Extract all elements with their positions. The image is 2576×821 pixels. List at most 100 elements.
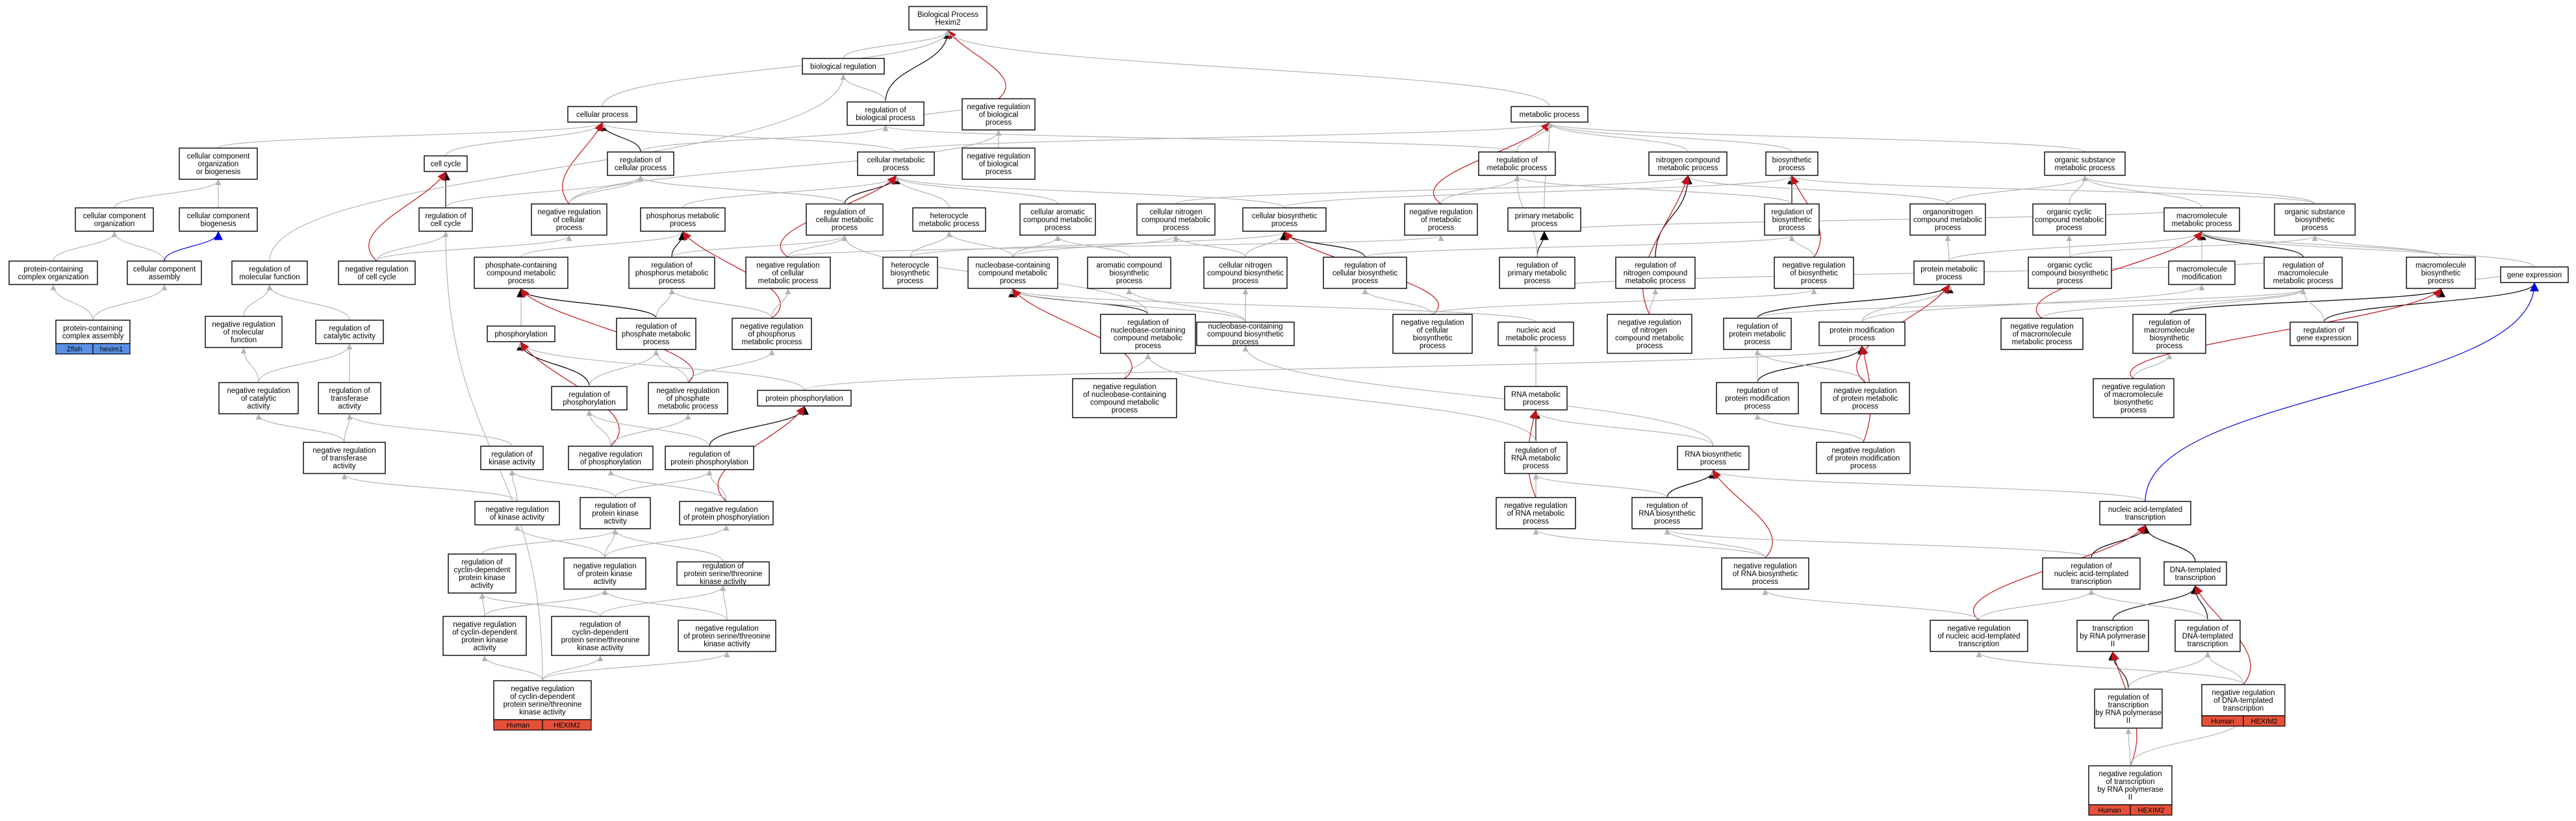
node-box[interactable] [1203,257,1288,289]
go-term-node[interactable]: gene expression [2500,266,2569,283]
node-box[interactable] [2000,318,2084,350]
node-box[interactable] [616,318,696,350]
node-box[interactable] [480,446,544,470]
go-term-node[interactable]: protein phosphorylation [757,390,852,407]
node-box[interactable] [563,557,646,590]
node-box[interactable] [580,497,651,529]
node-box[interactable] [567,106,637,123]
node-box[interactable] [2168,260,2236,285]
node-box[interactable] [1478,151,1556,176]
node-box[interactable] [757,390,852,407]
node-box[interactable] [1723,318,1792,350]
node-box[interactable] [1136,203,1216,236]
node-box[interactable] [1511,106,1588,123]
go-term-node[interactable]: cellular process [567,106,637,123]
node-box[interactable] [1504,386,1568,410]
node-box[interactable] [1820,382,1910,414]
node-box[interactable] [179,207,258,232]
node-box[interactable] [2099,501,2191,525]
node-box[interactable] [424,155,468,172]
node-box[interactable] [665,446,754,470]
node-box[interactable] [303,442,386,474]
node-box[interactable] [179,147,258,180]
node-box[interactable] [1323,257,1407,289]
node-box[interactable] [967,257,1058,289]
node-box[interactable] [318,382,381,414]
node-box[interactable] [1196,322,1295,346]
node-box[interactable] [1816,442,1911,474]
node-box[interactable] [1930,620,2028,652]
node-box[interactable] [474,257,568,289]
node-box[interactable] [1100,314,1196,354]
node-box[interactable] [679,501,774,525]
node-box[interactable] [1498,322,1574,346]
node-box[interactable] [806,203,884,236]
node-box[interactable] [2174,620,2241,652]
node-box[interactable] [2264,257,2343,289]
node-box[interactable] [648,382,728,414]
node-box[interactable] [2132,314,2206,354]
node-box[interactable] [551,616,650,656]
node-box[interactable] [628,257,715,289]
node-box[interactable] [493,680,592,720]
node-box[interactable] [1764,203,1820,236]
node-box[interactable] [962,98,1036,131]
node-box[interactable] [1019,203,1096,236]
node-box[interactable] [487,325,555,342]
node-box[interactable] [2042,557,2141,590]
node-box[interactable] [962,147,1036,180]
node-box[interactable] [1242,207,1327,232]
node-box[interactable] [640,207,726,232]
node-box[interactable] [448,553,516,594]
node-box[interactable] [1499,257,1575,289]
node-box[interactable] [1818,322,1906,346]
node-box[interactable] [315,320,384,344]
node-box[interactable] [1496,497,1576,529]
